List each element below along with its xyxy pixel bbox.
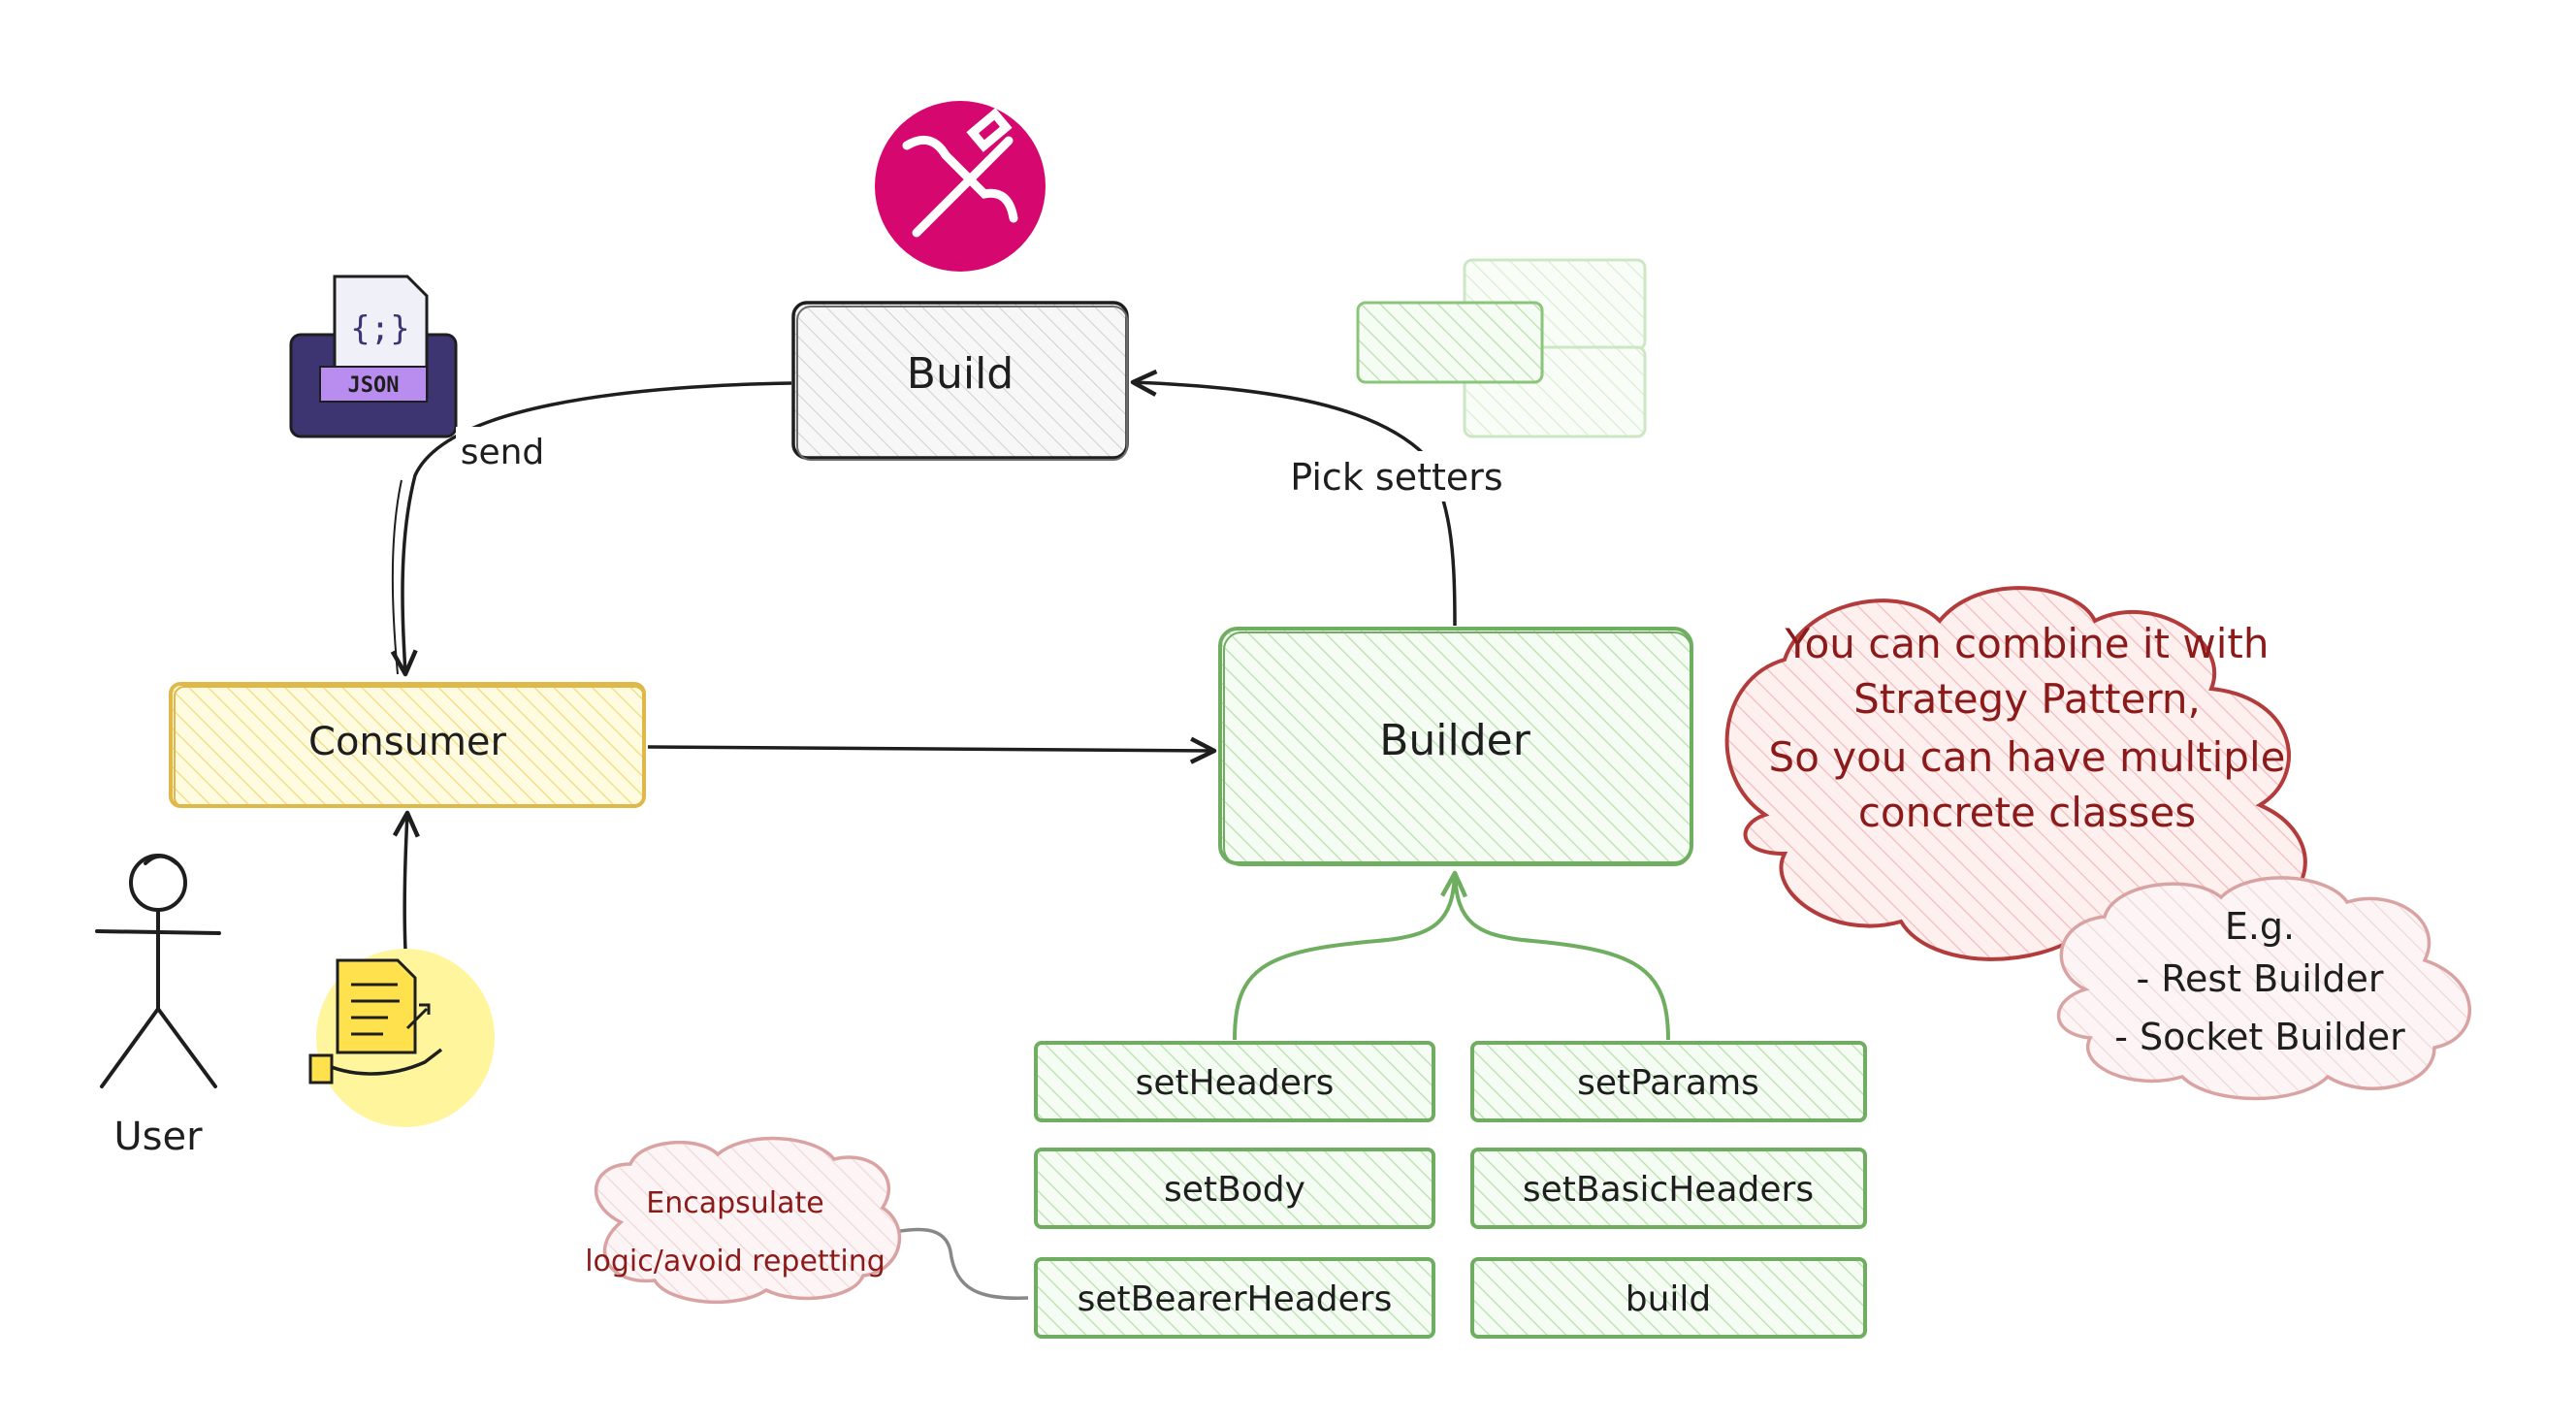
- setter-box: setHeaders: [1034, 1041, 1435, 1122]
- stacked-boxes-icon: [1356, 258, 1647, 438]
- user-label: User: [113, 1115, 203, 1159]
- setter-label: setHeaders: [1136, 1063, 1335, 1103]
- encapsulate-line: Encapsulate: [646, 1186, 823, 1220]
- builder-label: Builder: [1379, 716, 1531, 765]
- strategy-line: concrete classes: [1858, 789, 2196, 836]
- setter-label: setBearerHeaders: [1078, 1279, 1393, 1319]
- pick-setters-label: Pick setters: [1290, 456, 1502, 499]
- strategy-note: You can combine it with Strategy Pattern…: [1724, 586, 2307, 961]
- json-braces: {;}: [350, 309, 409, 348]
- document-handout-icon: [308, 949, 495, 1127]
- build-label: Build: [907, 349, 1014, 399]
- setter-box: setBody: [1034, 1148, 1435, 1229]
- strategy-line: So you can have multiple: [1769, 733, 2286, 781]
- encapsulate-edge: [870, 1218, 1029, 1300]
- setter-box: setBasicHeaders: [1470, 1148, 1867, 1229]
- examples-line: - Rest Builder: [2136, 957, 2383, 1000]
- encapsulate-note: Encapsulate logic/avoid repetting: [585, 1136, 902, 1305]
- send-label: send: [461, 433, 545, 472]
- handout-to-consumer-edge: [392, 810, 420, 952]
- stick-figure-icon: [95, 854, 221, 1088]
- build-node: Build: [791, 301, 1129, 461]
- setters-to-builder-edge: [1233, 870, 1670, 1041]
- strategy-line: You can combine it with: [1785, 620, 2270, 667]
- pick-setters-edge: Pick setters: [1130, 369, 1508, 627]
- setter-label: setBody: [1164, 1170, 1305, 1210]
- json-printer-icon: {;} JSON: [289, 275, 458, 438]
- examples-line: E.g.: [2225, 905, 2295, 948]
- consumer-to-builder-edge: [647, 736, 1217, 764]
- setter-box: build: [1470, 1257, 1867, 1339]
- examples-line: - Socket Builder: [2114, 1016, 2405, 1058]
- setter-label: build: [1626, 1279, 1712, 1319]
- setter-box: setBearerHeaders: [1034, 1257, 1435, 1339]
- builder-node: Builder: [1218, 627, 1693, 866]
- tools-icon: [875, 101, 1046, 272]
- examples-note: E.g. - Rest Builder - Socket Builder: [2056, 876, 2471, 1101]
- setter-box: setParams: [1470, 1041, 1867, 1122]
- consumer-node: Consumer: [169, 682, 646, 808]
- setter-label: setBasicHeaders: [1523, 1170, 1814, 1210]
- encapsulate-line: logic/avoid repetting: [585, 1245, 886, 1278]
- strategy-line: Strategy Pattern,: [1853, 675, 2201, 723]
- setter-label: setParams: [1577, 1063, 1759, 1103]
- send-edge: send: [390, 381, 792, 677]
- consumer-label: Consumer: [308, 720, 507, 764]
- json-label: JSON: [348, 373, 400, 398]
